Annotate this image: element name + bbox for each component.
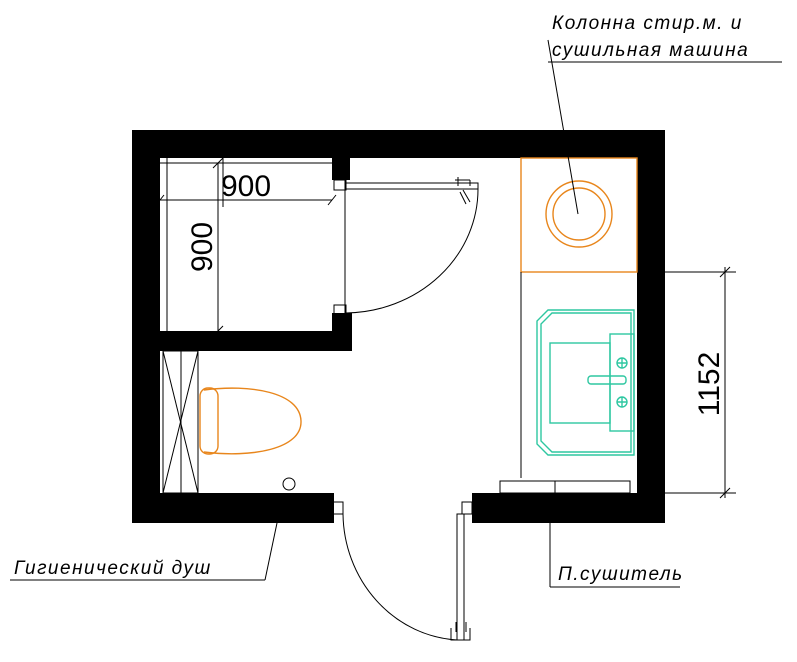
dimension-tick	[719, 266, 731, 278]
leader-line-shower	[264, 522, 278, 581]
hygienic-shower-label: Гигиенический душ	[14, 558, 212, 579]
annotations: Колонна стир.м. и сушильная машина Гигие…	[10, 13, 782, 588]
sink-deck	[609, 333, 635, 432]
washer-drum-inner	[552, 187, 606, 241]
towel-dryer-body	[499, 480, 631, 494]
shower-depth-label: 900	[186, 222, 219, 272]
vanity-sink	[536, 309, 635, 456]
door-leaf	[456, 513, 465, 641]
dimension-tick	[212, 325, 224, 337]
wall-top	[132, 130, 665, 158]
shower-cabin	[160, 158, 479, 331]
shower-hinge	[333, 304, 347, 316]
wall-left	[132, 130, 160, 523]
door-handle	[450, 622, 471, 641]
shower-door-handle	[459, 189, 471, 205]
walls	[132, 130, 665, 523]
wall-right	[637, 130, 665, 523]
washer-drum-outer	[545, 180, 613, 248]
toilet-tank	[199, 387, 219, 455]
column-label-line2: сушильная машина	[552, 40, 749, 61]
toilet-installation	[162, 350, 199, 494]
faucet-cross	[617, 358, 627, 407]
hygienic-shower-icon	[282, 477, 296, 491]
dimension-tick	[327, 194, 337, 206]
door-hinge	[461, 501, 473, 515]
shower-door-swing-arc	[345, 188, 479, 314]
wall-length-label: 1152	[693, 352, 726, 417]
shower-partition-horizontal	[160, 331, 352, 351]
wall-bottom-right	[472, 493, 665, 523]
dimension-tick	[155, 194, 165, 206]
towel-dryer-label: П.сушитель	[558, 564, 684, 585]
toilet-bowl	[203, 387, 302, 455]
shower-door-leaf	[345, 182, 479, 190]
washer-outline	[520, 157, 638, 273]
shower-partition-top-stub	[332, 158, 350, 180]
dimension-tick	[719, 487, 731, 499]
faucet-spout	[587, 375, 627, 385]
wall-bottom-left	[132, 493, 334, 523]
sink-basin	[549, 342, 611, 424]
toilet	[199, 387, 302, 491]
washer-column	[520, 157, 638, 478]
shower-partition-stub	[332, 313, 352, 351]
towel-dryer	[499, 480, 631, 494]
vanity-outline	[536, 309, 635, 456]
entrance-door	[332, 501, 473, 641]
shower-dimensions: 900 900	[155, 157, 337, 337]
column-label-line1: Колонна стир.м. и	[552, 13, 743, 34]
shower-width-label: 900	[221, 170, 271, 203]
dimension-tick	[212, 157, 224, 169]
door-swing-arc	[342, 513, 458, 641]
shower-hinge	[333, 179, 347, 191]
door-hinge	[332, 501, 344, 515]
leader-line-washer	[547, 39, 579, 215]
vanity-outline-inner	[540, 312, 632, 453]
right-dimension: 1152	[665, 266, 736, 499]
shower-door-handle	[455, 177, 471, 186]
